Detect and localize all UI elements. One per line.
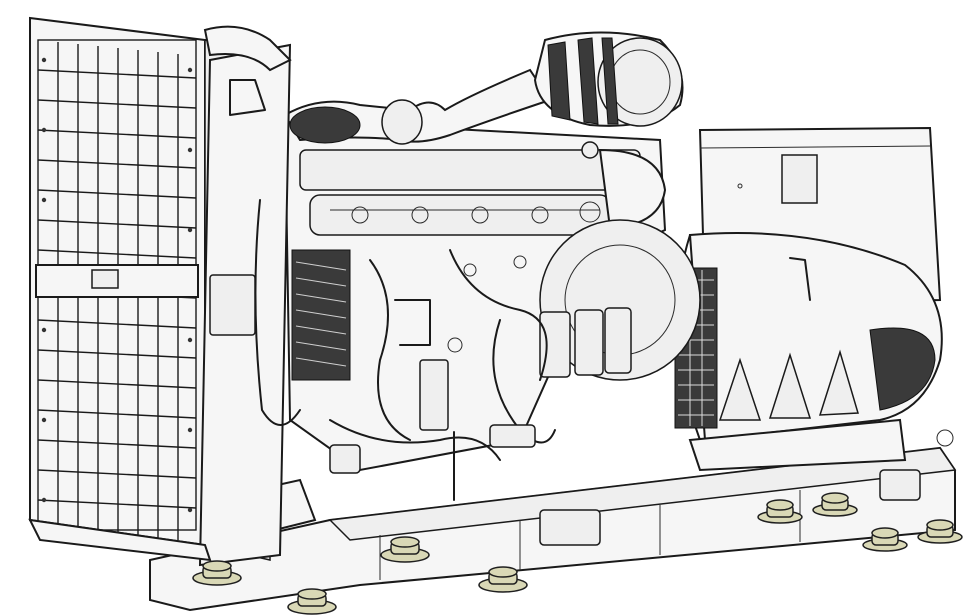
radiator [28,16,301,567]
mount-4 [478,566,528,593]
vibration-mounts [192,492,963,615]
air-intake-system [283,31,684,159]
mount-8 [917,519,963,544]
mount-1 [192,560,242,586]
mount-7 [862,527,908,552]
mount-2 [287,588,337,615]
alternator [674,126,943,472]
mount-5 [757,499,803,524]
mount-6 [812,492,858,517]
base-skid-frame [149,429,957,612]
mount-3 [380,536,430,563]
engine-block [283,118,701,501]
